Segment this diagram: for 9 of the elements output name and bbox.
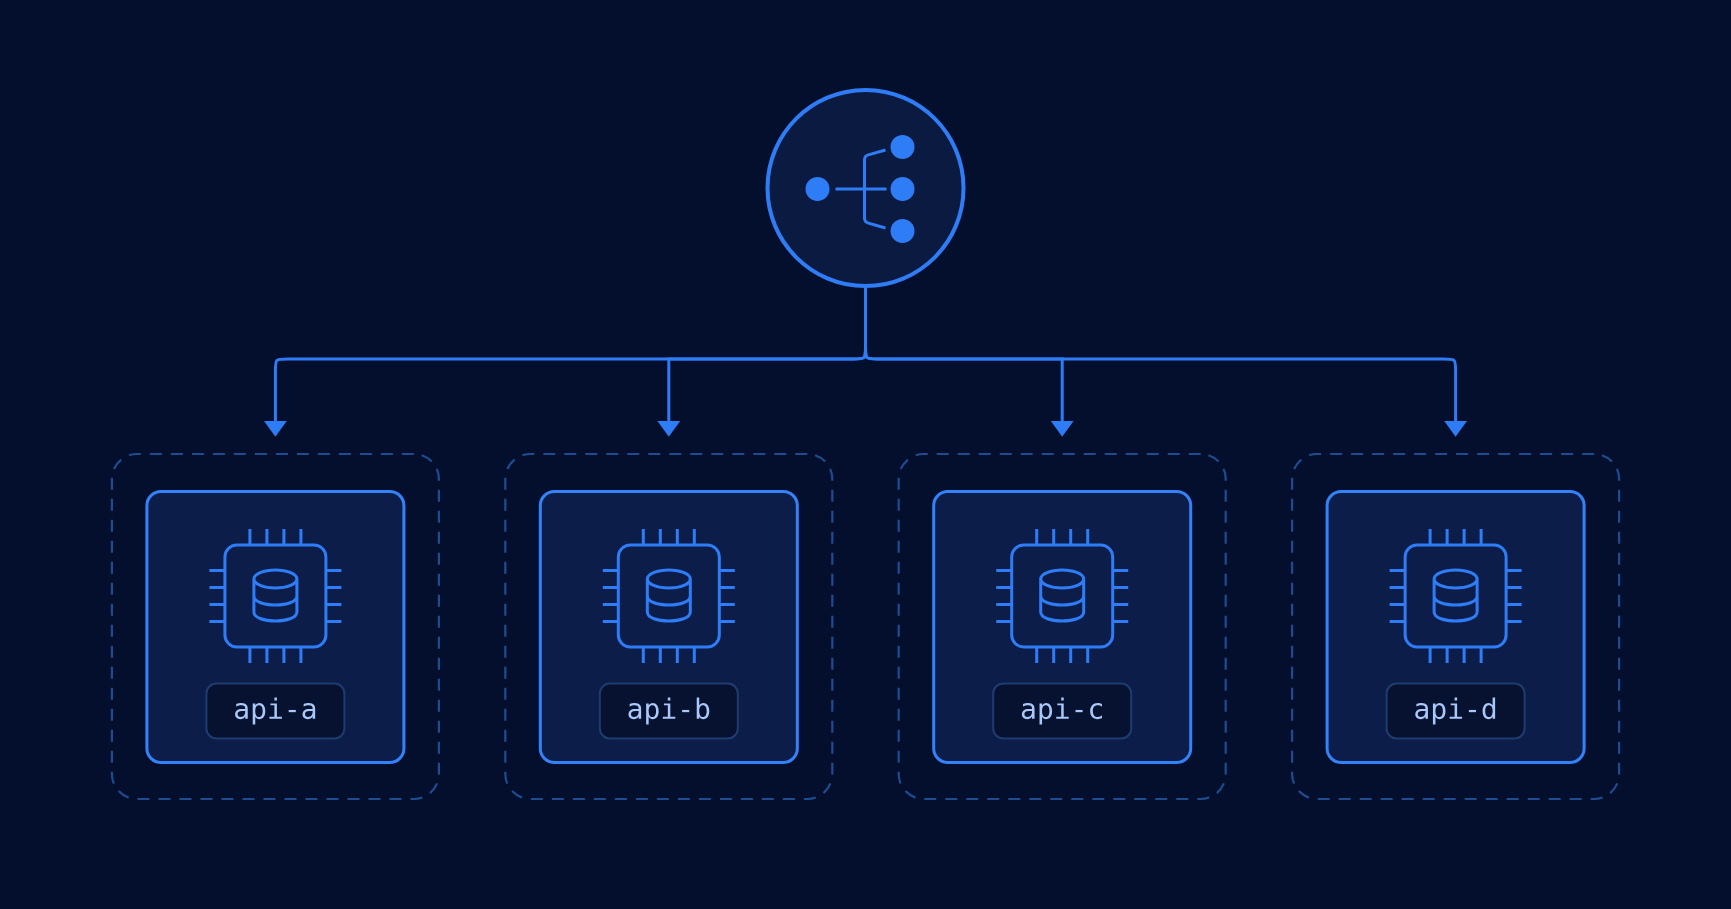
dashed-group-box — [504, 452, 834, 801]
hub-circle — [765, 88, 966, 288]
service-label: api-d — [1385, 682, 1526, 740]
dashed-group-box — [897, 452, 1227, 801]
service-label: api-c — [992, 682, 1133, 740]
service-label: api-a — [205, 682, 346, 740]
dashed-group-box — [1291, 452, 1621, 801]
dashed-group-box — [110, 452, 440, 801]
service-label: api-b — [598, 682, 739, 740]
